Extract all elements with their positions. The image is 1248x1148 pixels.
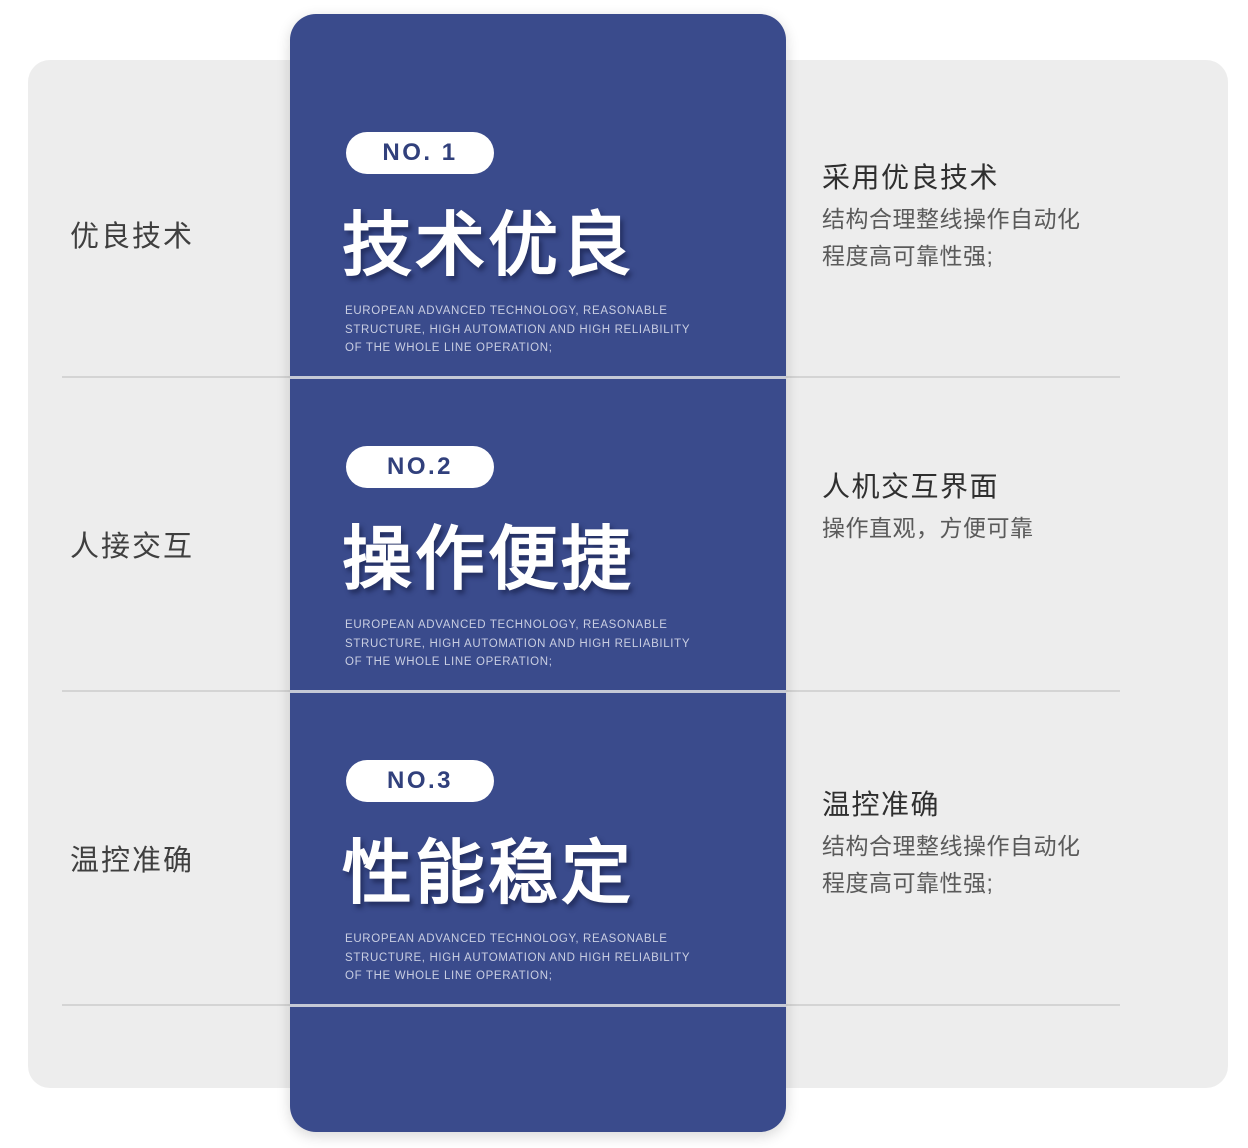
right-body-line-3-1: 结构合理整线操作自动化: [822, 832, 1081, 859]
card-english-2-line-3: OF THE WHOLE LINE OPERATION;: [345, 656, 553, 669]
card-english-1-line-2: STRUCTURE, HIGH AUTOMATION AND HIGH RELI…: [345, 323, 691, 336]
card-rule-2: [290, 690, 786, 693]
right-body-line-3-2: 程度高可靠性强;: [822, 869, 994, 896]
highlight-card: NO. 1 技术优良 EUROPEAN ADVANCED TECHNOLOGY,…: [290, 14, 786, 1132]
card-english-1-line-1: EUROPEAN ADVANCED TECHNOLOGY, REASONABLE: [345, 305, 668, 317]
card-english-1-line-3: OF THE WHOLE LINE OPERATION;: [345, 342, 553, 355]
card-headline-3: 性能稳定: [342, 834, 634, 912]
right-body-line-1-1: 结构合理整线操作自动化: [822, 205, 1081, 232]
card-english-3-line-2: STRUCTURE, HIGH AUTOMATION AND HIGH RELI…: [345, 951, 691, 964]
card-english-2: EUROPEAN ADVANCED TECHNOLOGY, REASONABLE…: [345, 616, 745, 672]
card-headline-2: 操作便捷: [342, 520, 634, 598]
card-english-3-line-3: OF THE WHOLE LINE OPERATION;: [345, 970, 553, 983]
rank-badge-1: NO. 1: [346, 132, 494, 174]
right-description-row-3: 温控准确 结构合理整线操作自动化 程度高可靠性强;: [822, 785, 1192, 902]
rank-badge-3: NO.3: [346, 760, 494, 802]
left-label-row-2: 人接交互: [70, 531, 195, 563]
card-english-3: EUROPEAN ADVANCED TECHNOLOGY, REASONABLE…: [345, 930, 745, 986]
card-headline-1: 技术优良: [342, 206, 634, 284]
card-english-2-line-2: STRUCTURE, HIGH AUTOMATION AND HIGH RELI…: [345, 637, 691, 650]
card-english-3-line-1: EUROPEAN ADVANCED TECHNOLOGY, REASONABLE: [345, 933, 668, 945]
card-rule-1: [290, 376, 786, 379]
left-label-row-1: 优良技术: [70, 221, 195, 253]
card-english-1: EUROPEAN ADVANCED TECHNOLOGY, REASONABLE…: [345, 302, 745, 358]
right-description-row-2: 人机交互界面 操作直观，方便可靠: [822, 467, 1192, 547]
card-english-2-line-1: EUROPEAN ADVANCED TECHNOLOGY, REASONABLE: [345, 619, 668, 631]
rank-badge-2: NO.2: [346, 446, 494, 488]
right-body-line-1-2: 程度高可靠性强;: [822, 242, 994, 269]
right-title-row-3: 温控准确: [822, 789, 941, 820]
left-label-row-3: 温控准确: [70, 845, 195, 877]
right-description-row-1: 采用优良技术 结构合理整线操作自动化 程度高可靠性强;: [822, 158, 1192, 275]
right-title-row-2: 人机交互界面: [822, 471, 1000, 502]
right-title-row-1: 采用优良技术: [822, 162, 1000, 193]
right-body-line-2-1: 操作直观，方便可靠: [822, 514, 1034, 541]
card-rule-3: [290, 1004, 786, 1007]
